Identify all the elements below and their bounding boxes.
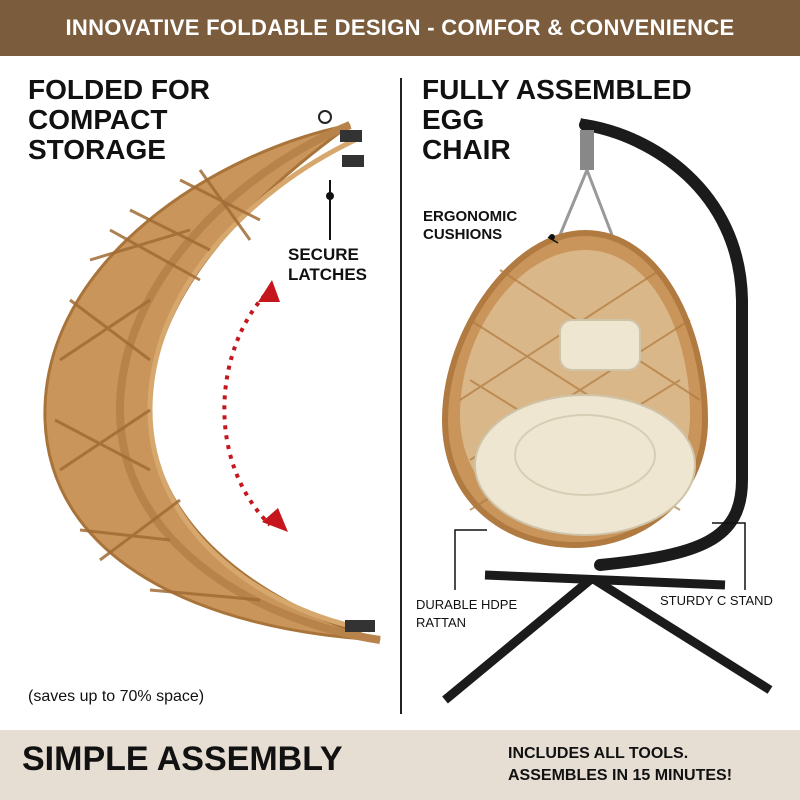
cushion-label: ERGONOMIC CUSHIONS — [423, 208, 518, 243]
stand-pointer-line — [712, 522, 746, 590]
top-latch-icon — [340, 130, 362, 142]
middle-latch-icon — [342, 155, 364, 167]
fold-arrow-icon — [222, 293, 272, 527]
stand-label: STURDY C STAND — [660, 593, 773, 608]
latch-label: SECURE LATCHES — [288, 245, 368, 284]
rattan-pointer-line — [454, 529, 487, 590]
assembled-chair-image — [441, 118, 773, 704]
right-heading: FULLY ASSEMBLED EGG CHAIR — [422, 74, 692, 165]
folded-chair-image — [43, 110, 381, 644]
footer-bar — [0, 730, 800, 800]
rattan-label: DURABLE HDPE RATTAN — [416, 597, 518, 630]
bottom-latch-icon — [345, 620, 375, 632]
left-heading: FOLDED FOR COMPACT STORAGE — [28, 74, 210, 165]
banner-title: INNOVATIVE FOLDABLE DESIGN - COMFOR & CO… — [65, 15, 735, 40]
footer-title: SIMPLE ASSEMBLY — [22, 740, 343, 778]
center-divider — [400, 78, 402, 714]
space-saving-note: (saves up to 70% space) — [28, 688, 205, 705]
footer-tools-text: INCLUDES ALL TOOLS. ASSEMBLES IN 15 MINU… — [508, 745, 733, 784]
top-banner: INNOVATIVE FOLDABLE DESIGN - COMFOR & CO… — [0, 0, 800, 56]
